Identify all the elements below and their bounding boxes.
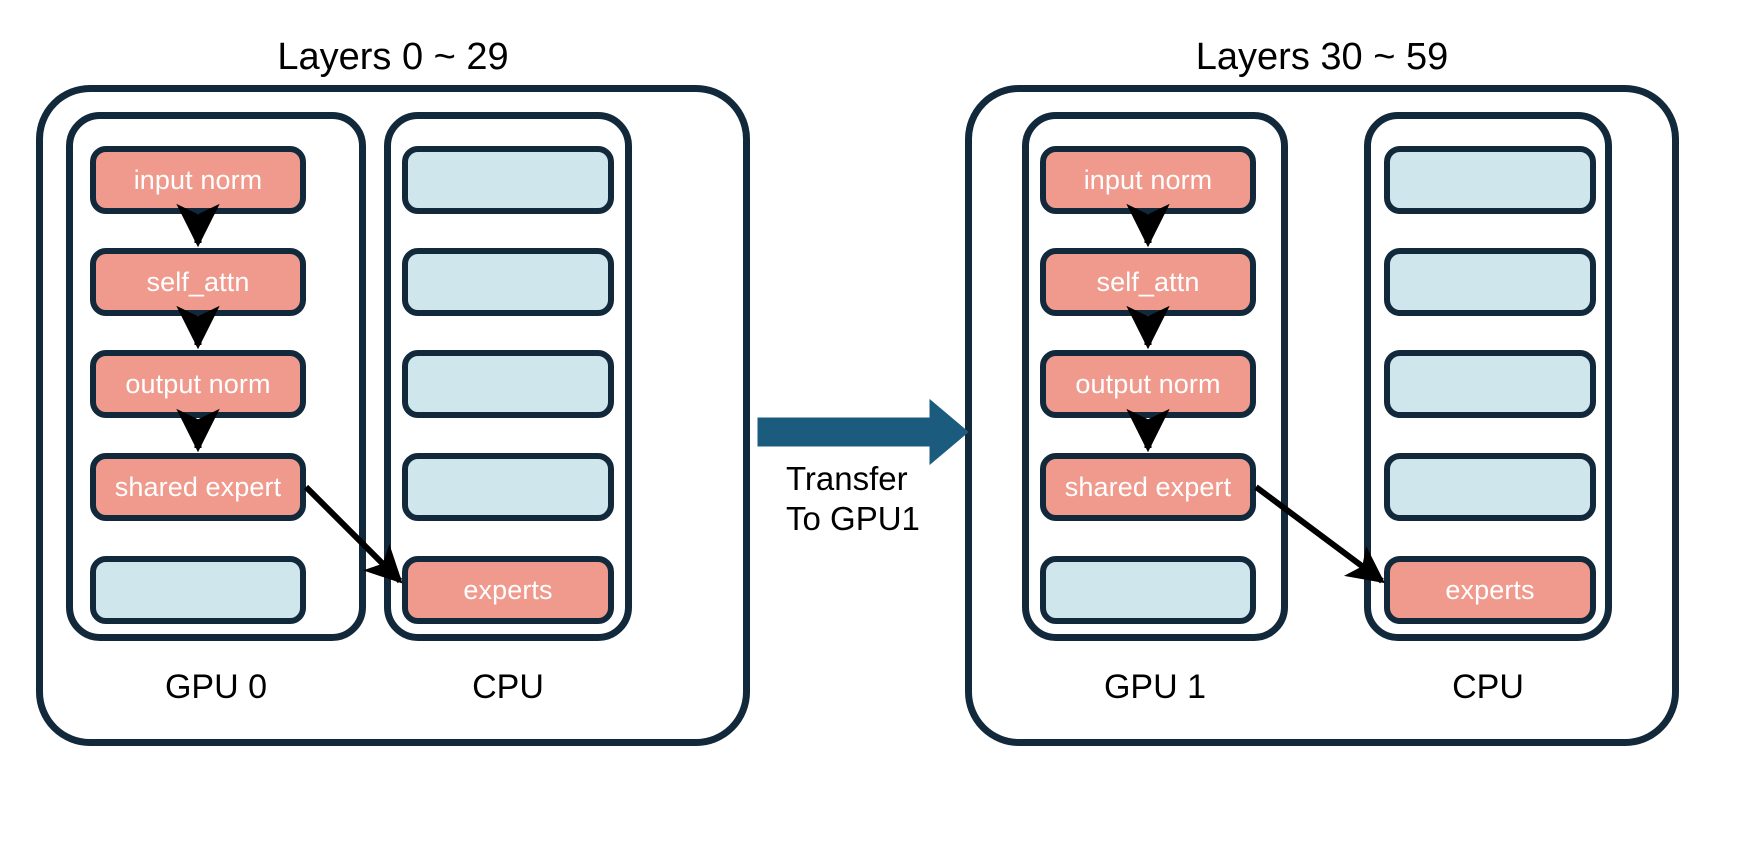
block-gpu0-shared-expert[interactable]: shared expert — [90, 453, 306, 521]
block-cpu0-slot-2[interactable] — [402, 248, 614, 316]
device-label-cpu0: CPU — [472, 668, 544, 706]
transfer-arrow — [757, 398, 969, 466]
device-label-gpu1: GPU 1 — [1103, 668, 1207, 706]
block-gpu0-output-norm[interactable]: output norm — [90, 350, 306, 418]
device-label-gpu0: GPU 0 — [164, 668, 268, 706]
block-gpu1-output-norm[interactable]: output norm — [1040, 350, 1256, 418]
device-label-cpu1: CPU — [1452, 668, 1524, 706]
block-cpu1-slot-1[interactable] — [1384, 146, 1596, 214]
transfer-caption-line1: Transfer — [786, 460, 908, 497]
group-title-right: Layers 30 ~ 59 — [1195, 36, 1449, 78]
block-gpu0-input-norm[interactable]: input norm — [90, 146, 306, 214]
block-cpu0-experts[interactable]: experts — [402, 556, 614, 624]
block-cpu1-experts[interactable]: experts — [1384, 556, 1596, 624]
group-title-left: Layers 0 ~ 29 — [277, 36, 509, 78]
block-cpu0-slot-1[interactable] — [402, 146, 614, 214]
transfer-caption-line2: To GPU1 — [786, 500, 920, 537]
block-cpu1-slot-3[interactable] — [1384, 350, 1596, 418]
block-gpu1-input-norm[interactable]: input norm — [1040, 146, 1256, 214]
block-gpu1-empty[interactable] — [1040, 556, 1256, 624]
block-cpu1-slot-2[interactable] — [1384, 248, 1596, 316]
block-cpu0-slot-4[interactable] — [402, 453, 614, 521]
block-gpu0-self-attn[interactable]: self_attn — [90, 248, 306, 316]
block-gpu1-self-attn[interactable]: self_attn — [1040, 248, 1256, 316]
block-gpu0-empty[interactable] — [90, 556, 306, 624]
block-cpu0-slot-3[interactable] — [402, 350, 614, 418]
block-gpu1-shared-expert[interactable]: shared expert — [1040, 453, 1256, 521]
block-cpu1-slot-4[interactable] — [1384, 453, 1596, 521]
